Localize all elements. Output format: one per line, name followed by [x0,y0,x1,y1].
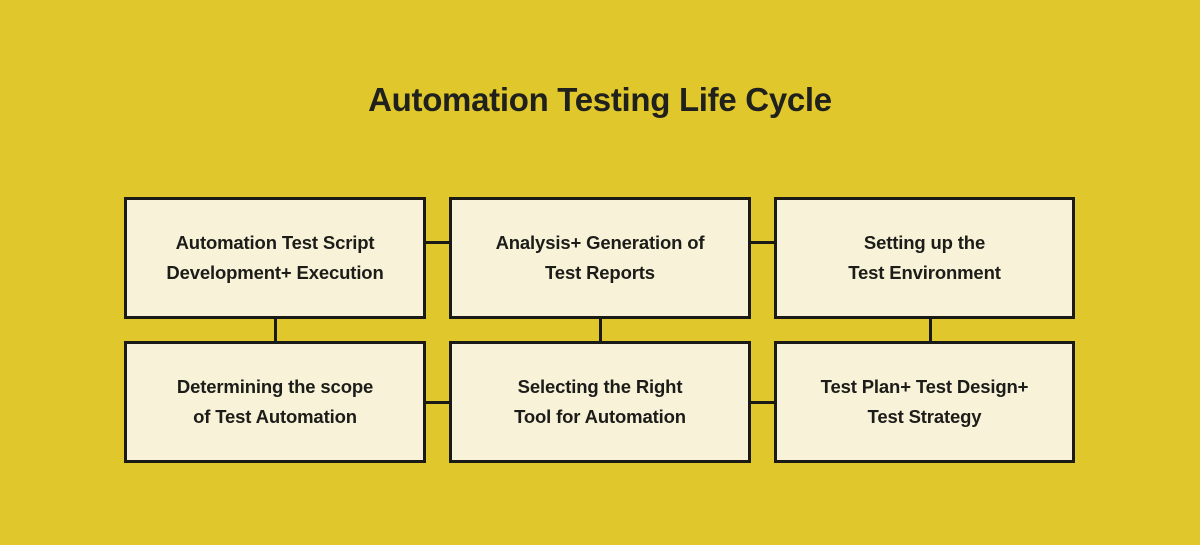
node-label: Selecting the Right Tool for Automation [514,376,686,427]
node-label: Automation Test Script Development+ Exec… [166,232,384,283]
node-label: Determining the scope of Test Automation [176,376,374,427]
connector-bottom-col2-col3 [749,401,776,404]
node-setting-up-the-test-environment[interactable]: Setting up the Test Environment [774,197,1075,319]
node-label: Test Plan+ Test Design+ Test Strategy [820,376,1029,427]
connector-col3-top-bottom [929,316,932,343]
node-determining-the-scope-of-test-automation[interactable]: Determining the scope of Test Automation [124,341,426,463]
connector-top-col1-col2 [424,241,451,244]
node-label: Analysis+ Generation of Test Reports [495,232,705,283]
page-title: Automation Testing Life Cycle [368,81,832,118]
connector-bottom-col1-col2 [424,401,451,404]
connector-col1-top-bottom [274,316,277,343]
node-analysis-generation-of-test-reports[interactable]: Analysis+ Generation of Test Reports [449,197,751,319]
node-test-plan-test-design-test-strategy[interactable]: Test Plan+ Test Design+ Test Strategy [774,341,1075,463]
node-selecting-the-right-tool-for-automation[interactable]: Selecting the Right Tool for Automation [449,341,751,463]
node-automation-test-script-development-execution[interactable]: Automation Test Script Development+ Exec… [124,197,426,319]
connector-col2-top-bottom [599,316,602,343]
connector-top-col2-col3 [749,241,776,244]
node-label: Setting up the Test Environment [848,232,1001,283]
